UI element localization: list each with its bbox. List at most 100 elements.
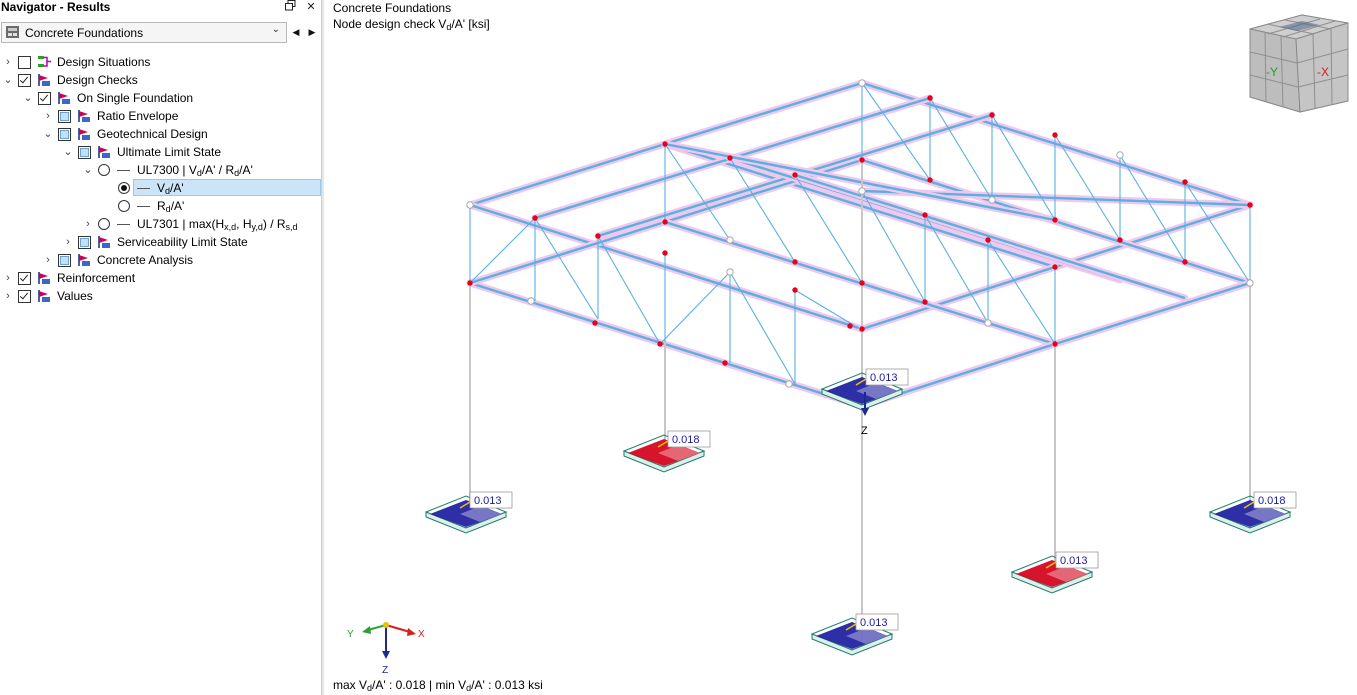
checkbox[interactable] [58, 128, 71, 141]
member-node [727, 155, 733, 161]
member-node [927, 95, 933, 101]
tree-item-design-checks[interactable]: ⌄ Design Checks [0, 71, 321, 89]
previous-arrow-icon[interactable]: ◀ [292, 27, 300, 37]
member-node [595, 233, 601, 239]
viewport-subtitle: Node design check Vd/A' [ksi] [333, 17, 490, 32]
checkbox[interactable] [18, 272, 31, 285]
checkbox[interactable] [58, 254, 71, 267]
member-node [985, 237, 991, 243]
checkbox[interactable] [18, 56, 31, 69]
next-arrow-icon[interactable]: ▶ [308, 27, 316, 37]
foundation[interactable]: 0.013 [820, 368, 909, 411]
design-check-icon [78, 110, 90, 122]
tree-item-ultimate-limit-state[interactable]: ⌄ Ultimate Limit State [0, 143, 321, 161]
chevron-right-icon[interactable]: › [6, 56, 10, 68]
design-check-icon [58, 92, 70, 104]
chevron-right-icon[interactable]: › [66, 236, 70, 248]
viewport-title: Concrete Foundations [333, 1, 452, 15]
axis-y-label: Y [347, 629, 354, 640]
foundation-value-label: 0.013 [860, 617, 888, 629]
foundation[interactable]: 0.013 [810, 613, 899, 656]
design-check-icon [78, 254, 90, 266]
tree-item-reinforcement[interactable]: › Reinforcement [0, 269, 321, 287]
tree-item-ratio-envelope[interactable]: › Ratio Envelope [0, 107, 321, 125]
line-style-icon [137, 206, 150, 207]
local-z-label: Z [861, 425, 868, 437]
design-check-icon [38, 74, 50, 86]
radio-button-selected[interactable] [118, 182, 130, 194]
foundation-value-label: 0.013 [1060, 555, 1088, 567]
tree-item-label: Values [57, 289, 93, 303]
float-window-icon[interactable] [283, 0, 297, 14]
foundation-value-label: 0.018 [1258, 495, 1286, 507]
foundation[interactable]: 0.013 [424, 491, 513, 534]
checkbox[interactable] [78, 146, 91, 159]
member-node [527, 297, 535, 305]
tree-item-design-situations[interactable]: › Design Situations [0, 53, 321, 71]
chevron-right-icon[interactable]: › [46, 254, 50, 266]
tree-item-ul7301[interactable]: › UL7301 | max(Hx,d, Hy,d) / Rs,d [0, 215, 321, 233]
view-cube[interactable]: -Y -X [1249, 14, 1349, 113]
checkbox[interactable] [38, 92, 51, 105]
member-node [989, 112, 995, 118]
member-node [662, 219, 668, 225]
axis-z-label: Z [382, 665, 388, 676]
navigator-title: Navigator - Results [1, 0, 111, 14]
foundation[interactable]: 0.018 [1208, 491, 1297, 534]
member-node [1052, 264, 1058, 270]
navigator-module-combo[interactable]: Concrete Foundations ⌄ [1, 22, 287, 43]
tree-item-label: On Single Foundation [77, 91, 194, 105]
tree-item-label: Ratio Envelope [97, 109, 179, 123]
checkbox[interactable] [18, 290, 31, 303]
panel-splitter[interactable] [321, 0, 324, 695]
checkbox[interactable] [18, 74, 31, 87]
chevron-down-icon[interactable]: ⌄ [63, 146, 73, 158]
chevron-down-icon[interactable]: ⌄ [23, 92, 33, 104]
tree-item-label: Reinforcement [57, 271, 136, 285]
tree-item-rd[interactable]: Rd/A' [0, 197, 321, 215]
chevron-down-icon[interactable]: ⌄ [83, 164, 93, 176]
tree-item-values[interactable]: › Values [0, 287, 321, 305]
tree-item-serviceability-limit-state[interactable]: › Serviceability Limit State [0, 233, 321, 251]
chevron-right-icon[interactable]: › [86, 218, 90, 230]
tree-item-concrete-analysis[interactable]: › Concrete Analysis [0, 251, 321, 269]
foundation[interactable]: 0.013 [1010, 551, 1099, 594]
tree-item-geotechnical-design[interactable]: ⌄ Geotechnical Design [0, 125, 321, 143]
chevron-down-icon: ⌄ [271, 24, 280, 35]
foundation[interactable]: 0.018 [622, 430, 711, 473]
radio-button[interactable] [118, 200, 130, 212]
chevron-down-icon[interactable]: ⌄ [43, 128, 53, 140]
member-node [922, 212, 928, 218]
tree-item-label: Ultimate Limit State [117, 145, 222, 159]
concrete-foundations-icon [6, 26, 19, 38]
chevron-right-icon[interactable]: › [6, 272, 10, 284]
member-node [1182, 179, 1188, 185]
member-node [1246, 279, 1254, 287]
member-node [662, 141, 668, 147]
radio-button[interactable] [98, 218, 110, 230]
member-node [466, 201, 474, 209]
result-summary: max Vd/A' : 0.018 | min Vd/A' : 0.013 ks… [333, 678, 543, 693]
chevron-down-icon[interactable]: ⌄ [3, 74, 13, 86]
member-node [858, 79, 866, 87]
member-node [726, 236, 734, 244]
foundation-value-label: 0.013 [870, 372, 898, 384]
member-node [1117, 237, 1123, 243]
navigator-panel: Navigator - Results ✕ Concrete Foundatio… [0, 0, 321, 695]
tree-item-on-single-foundation[interactable]: ⌄ On Single Foundation [0, 89, 321, 107]
model-viewport[interactable]: 0.013 0.018 0.013 0.013 0.018 0.013 Z -Y -X [324, 0, 1357, 695]
member-node [467, 280, 473, 286]
design-check-icon [78, 128, 90, 140]
checkbox[interactable] [78, 236, 91, 249]
member-node [858, 187, 866, 195]
checkbox[interactable] [58, 110, 71, 123]
radio-button[interactable] [98, 164, 110, 176]
close-icon[interactable]: ✕ [306, 1, 316, 13]
chevron-right-icon[interactable]: › [46, 110, 50, 122]
chevron-right-icon[interactable]: › [6, 290, 10, 302]
member-node [922, 299, 928, 305]
structure-scene[interactable]: 0.013 0.018 0.013 0.013 0.018 0.013 Z -Y -X [324, 0, 1357, 695]
tree-item-ul7300[interactable]: ⌄ UL7300 | Vd/A' / Rd/A' [0, 161, 321, 179]
tree-item-vd[interactable]: Vd/A' [0, 179, 321, 197]
tree-item-label: Concrete Analysis [97, 253, 194, 267]
